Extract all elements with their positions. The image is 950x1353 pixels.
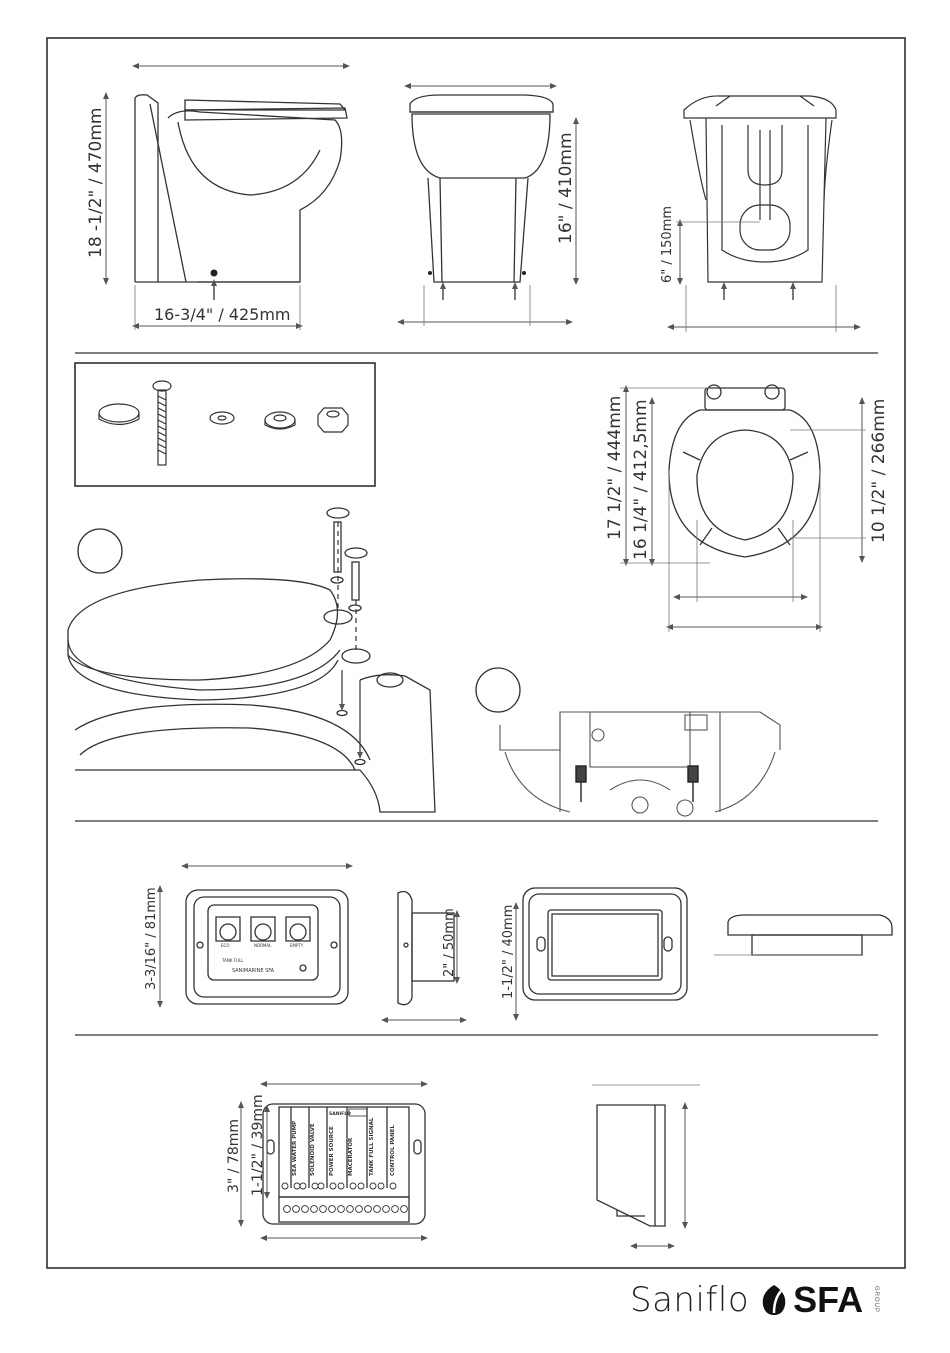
junction-box-side bbox=[596, 1104, 666, 1227]
step-2-circle bbox=[475, 667, 521, 713]
leaf-icon bbox=[762, 1285, 786, 1315]
toilet-depth-label: 16-3/4" / 425mm bbox=[154, 305, 291, 324]
hardware-kit-parts bbox=[98, 380, 349, 466]
drawing-frame bbox=[46, 37, 906, 1269]
switch-label-eco: ECO bbox=[221, 943, 229, 948]
bolt-cap bbox=[98, 403, 140, 423]
saniflo-sfa-logo: Saniflo SFA GROUP bbox=[630, 1278, 879, 1322]
brand-mark: SFA bbox=[759, 1279, 863, 1321]
panel-tank-label: TANK FULL bbox=[221, 958, 244, 963]
panel-depth-label: 2" / 50mm bbox=[442, 908, 457, 977]
panel-brand-label: SANIMARINE SFA bbox=[232, 968, 275, 974]
bolt-head bbox=[152, 380, 172, 392]
toilet-height-label: 18 -1/2" / 470mm bbox=[86, 108, 106, 258]
panel-cutout-side bbox=[727, 914, 893, 956]
terminal-label-macerator: MACERATOR bbox=[348, 1137, 354, 1176]
control-panel-front bbox=[185, 889, 349, 1005]
seat-width-label: 10 1/2" / 266mm bbox=[869, 399, 889, 543]
box-height-inner-label: 1-1/2" / 39mm bbox=[250, 1094, 266, 1196]
washer bbox=[209, 411, 235, 425]
mounting-bolt-marker bbox=[210, 269, 218, 277]
hardware-kit-box bbox=[74, 362, 376, 487]
front-height-label: 16" / 410mm bbox=[556, 132, 576, 244]
seat-install-illustration bbox=[67, 507, 436, 813]
step-1-circle bbox=[77, 528, 123, 574]
switch-label-normal: NORMAL bbox=[254, 943, 272, 948]
junction-box-front bbox=[262, 1103, 426, 1225]
terminal-label-sea-water-pump: SEA WATER PUMP bbox=[292, 1121, 298, 1176]
terminal-label-control-panel: CONTROL PANEL bbox=[390, 1124, 396, 1176]
terminal-label-power-source: POWER SOURCE bbox=[329, 1126, 335, 1176]
install-dash-lines bbox=[337, 522, 357, 650]
panel-cutout-front bbox=[522, 887, 688, 1001]
toilet-side-view bbox=[134, 94, 348, 283]
seat-length-outer-label: 17 1/2" / 444mm bbox=[605, 396, 625, 540]
box-logo-label: SANIFLO bbox=[329, 1111, 351, 1117]
terminal-label-tank-full-signal: TANK FULL SIGNAL bbox=[369, 1117, 375, 1176]
terminal-screws bbox=[281, 1182, 408, 1213]
brand-group: GROUP bbox=[873, 1286, 880, 1314]
seat-top-view bbox=[668, 384, 821, 558]
brand-mark-text: SFA bbox=[793, 1279, 864, 1320]
toilet-front-view bbox=[409, 94, 554, 283]
toilet-rear-view bbox=[683, 95, 837, 283]
hinge-bolts bbox=[575, 765, 699, 802]
brand-name: Saniflo bbox=[630, 1280, 750, 1320]
box-height-outer-label: 3" / 78mm bbox=[226, 1119, 242, 1193]
nut bbox=[317, 407, 349, 433]
outlet-height-label: 6" / 150mm bbox=[660, 206, 675, 283]
seat-hinge-detail bbox=[499, 711, 781, 817]
cap-1 bbox=[326, 507, 350, 519]
cap-2 bbox=[344, 547, 368, 559]
terminal-label-solenoid-valve: SOLENOID VALVE bbox=[310, 1123, 316, 1176]
panel-height-label: 3-3/16" / 81mm bbox=[144, 887, 159, 990]
seat-length-inner-label: 16 1/4" / 412,5mm bbox=[631, 399, 651, 560]
cutout-height-label: 1-1/2" / 40mm bbox=[501, 905, 516, 999]
switch-label-empty: EMPTY bbox=[290, 943, 304, 948]
